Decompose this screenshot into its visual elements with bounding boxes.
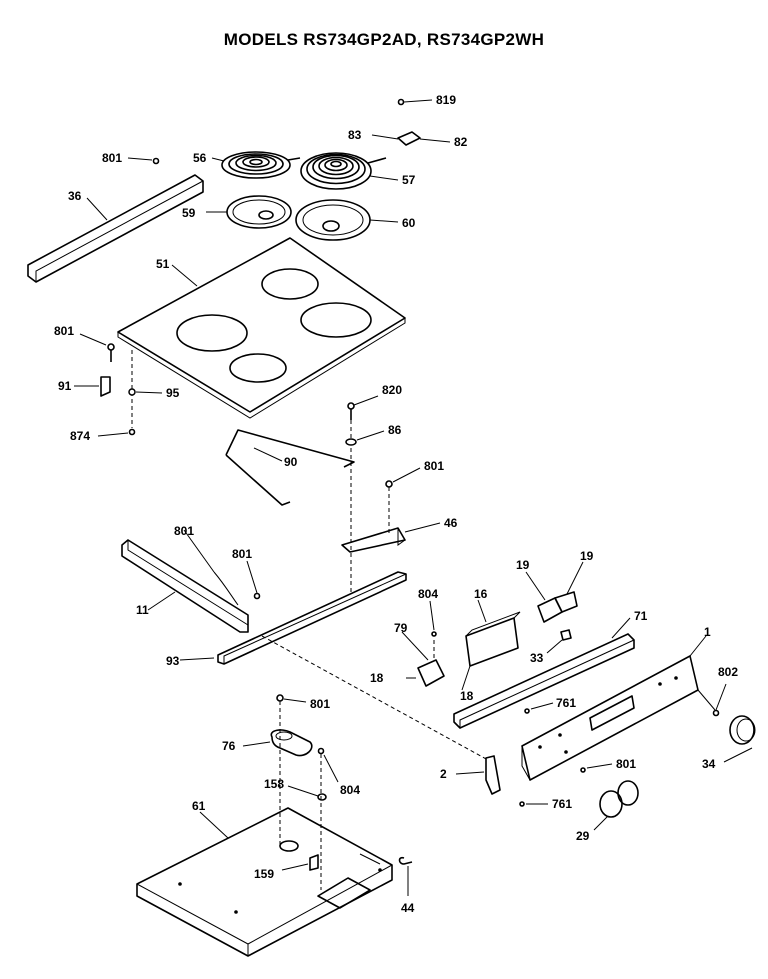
callout-76: 76	[222, 739, 236, 753]
part-804-screw-bottom	[317, 747, 339, 890]
part-51-cooktop	[117, 237, 406, 419]
part-820-screw	[347, 395, 379, 595]
callout-82: 82	[454, 135, 468, 149]
part-61-bottom-pan	[136, 807, 393, 957]
callout-158: 158	[264, 777, 284, 791]
callout-83: 83	[348, 128, 362, 142]
callout-16: 16	[474, 587, 488, 601]
part-95-spacer	[128, 350, 163, 428]
callout-1: 1	[704, 625, 711, 639]
callout-804-bottom: 804	[340, 783, 360, 797]
part-90-wire-rod	[225, 429, 355, 506]
callout-801-lower-right: 801	[616, 757, 636, 771]
part-57-large-coil	[300, 152, 399, 190]
part-801-screw-top	[127, 157, 160, 165]
part-874-screw	[97, 428, 136, 437]
callout-95: 95	[166, 386, 180, 400]
callout-801-trim: 801	[174, 524, 194, 538]
callout-761-upper: 761	[556, 696, 576, 710]
callout-34: 34	[702, 757, 716, 771]
part-804-screw-switch	[429, 600, 437, 637]
callout-90: 90	[284, 455, 298, 469]
callout-46: 46	[444, 516, 458, 530]
callout-71: 71	[634, 609, 648, 623]
part-801-screw-trim	[183, 529, 261, 606]
callout-804-switch: 804	[418, 587, 438, 601]
callout-874: 874	[70, 429, 90, 443]
callout-801-center: 801	[424, 459, 444, 473]
callout-33: 33	[530, 651, 544, 665]
callout-60: 60	[402, 216, 416, 230]
callout-761-lower: 761	[552, 797, 572, 811]
callout-61: 61	[192, 799, 206, 813]
callout-11: 11	[136, 603, 149, 617]
part-33-knob-shaft	[546, 629, 572, 654]
callout-801-left: 801	[54, 324, 74, 338]
callout-802: 802	[718, 665, 738, 679]
part-801-screw-center	[385, 467, 421, 535]
callout-19-left: 19	[516, 558, 530, 572]
callout-19-right: 19	[580, 549, 594, 563]
callout-2: 2	[440, 767, 447, 781]
part-761-screw-upper	[524, 702, 554, 714]
callout-29: 29	[576, 829, 590, 843]
diagram-title: MODELS RS734GP2AD, RS734GP2WH	[223, 30, 545, 49]
part-86-washer	[345, 430, 385, 446]
callout-819: 819	[436, 93, 456, 107]
callout-801-top: 801	[102, 151, 122, 165]
part-16-infinite-switch	[461, 599, 521, 691]
part-82-bracket	[371, 131, 451, 146]
callout-86: 86	[388, 423, 402, 437]
callout-44: 44	[401, 901, 415, 915]
part-29-knob	[593, 780, 639, 831]
part-36-rear-trim	[27, 174, 204, 283]
part-801-screw-lower-right	[580, 763, 613, 773]
callout-91: 91	[58, 379, 72, 393]
callout-801-trim-right: 801	[232, 547, 252, 561]
alignment-line-left	[261, 635, 489, 761]
callout-801-bottom: 801	[310, 697, 330, 711]
callout-93: 93	[166, 654, 180, 668]
part-59-small-drip-pan	[206, 195, 292, 229]
callout-36: 36	[68, 189, 82, 203]
part-11-side-trim	[121, 539, 249, 633]
callout-79: 79	[394, 621, 408, 635]
callout-56: 56	[193, 151, 207, 165]
part-76-regulator	[242, 729, 313, 757]
callout-18-lower: 18	[460, 689, 474, 703]
part-158-clip	[287, 785, 327, 801]
part-819-screw	[397, 98, 433, 106]
part-46-bracket	[341, 522, 441, 553]
part-159-clip	[281, 854, 319, 871]
part-93-front-bracket	[179, 571, 407, 665]
part-91-clip	[74, 376, 111, 397]
part-802-screw	[697, 683, 727, 717]
part-44-clip	[398, 856, 413, 896]
part-2-end-bracket	[455, 755, 501, 795]
part-34-knob	[723, 715, 756, 763]
part-761-screw-lower	[519, 801, 548, 807]
callout-57: 57	[402, 173, 416, 187]
callout-51: 51	[156, 257, 170, 271]
part-801-screw-left	[79, 333, 115, 362]
part-801-screw-bottom	[276, 694, 307, 845]
callout-820: 820	[382, 383, 402, 397]
part-71-rail	[453, 617, 635, 729]
callout-18-left: 18	[370, 671, 384, 685]
part-60-large-drip-pan	[295, 199, 399, 241]
part-79-switch	[401, 631, 445, 687]
callout-159: 159	[254, 867, 274, 881]
callout-59: 59	[182, 206, 196, 220]
part-19-switch-right	[554, 561, 584, 613]
part-56-small-coil	[211, 151, 301, 179]
